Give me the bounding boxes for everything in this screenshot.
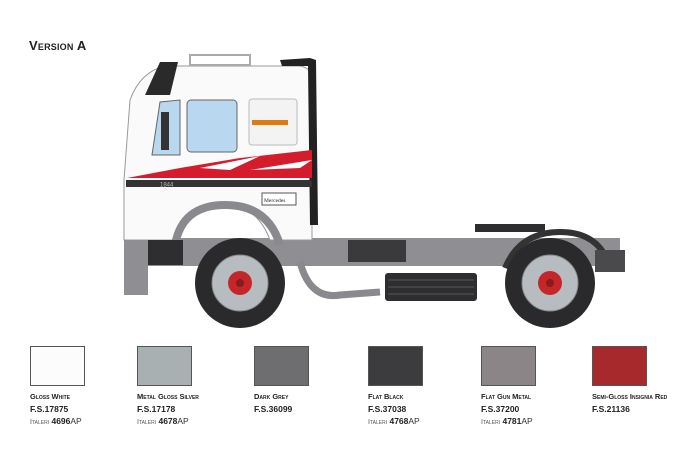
color-name: Dark Grey (254, 392, 289, 401)
front-wheel (195, 238, 285, 328)
rear-fender (502, 228, 613, 270)
fs-code: F.S.36099 (254, 404, 293, 414)
italeri-code: Italeri 4768AP (368, 416, 508, 426)
italeri-code: Italeri 4696AP (30, 416, 170, 426)
italeri-suffix: AP (177, 416, 189, 426)
rear-wheel (505, 238, 595, 328)
italeri-suffix: AP (408, 416, 420, 426)
fs-code: F.S.37038 (368, 404, 407, 414)
color-swatch: Dark Grey F.S.36099 (254, 346, 394, 414)
color-chip (137, 346, 192, 386)
mirror (161, 112, 169, 150)
door-logo-plate (261, 192, 297, 206)
sleeper-emblem (252, 120, 288, 125)
exhaust-stack (280, 58, 318, 225)
italeri-code: Italeri 4781AP (481, 416, 621, 426)
fs-code: F.S.21136 (592, 404, 630, 414)
bumper-step (148, 240, 183, 265)
italeri-brand: Italeri (30, 419, 50, 426)
battery-box (348, 240, 406, 262)
cab-number: 1844 (160, 183, 174, 189)
italeri-brand: Italeri (137, 419, 157, 426)
color-name: Gloss White (30, 392, 70, 401)
fifth-wheel (475, 224, 545, 232)
sun-visor (145, 62, 178, 95)
red-stripe (127, 150, 312, 178)
white-swoosh (200, 156, 312, 170)
front-bumper (124, 240, 148, 295)
color-name: Metal Gloss Silver (137, 392, 199, 401)
door-logo: Mercedes (264, 198, 285, 204)
exhaust-pipe (296, 261, 381, 300)
fs-code: F.S.17178 (137, 404, 176, 414)
side-window (186, 99, 238, 153)
italeri-code: Italeri 4678AP (137, 416, 277, 426)
front-fender (171, 200, 284, 247)
color-name: Flat Gun Metal (481, 392, 532, 401)
fs-code: F.S.17875 (30, 404, 69, 414)
rear-mudflap (595, 250, 625, 272)
color-chip (30, 346, 85, 386)
fs-code: F.S.37200 (481, 404, 520, 414)
italeri-suffix: AP (70, 416, 82, 426)
black-band (126, 180, 312, 187)
color-swatch: Semi-Gloss Insignia Red F.S.21136 (592, 346, 700, 414)
roof-rack (189, 54, 251, 66)
italeri-brand: Italeri (368, 419, 388, 426)
italeri-number: 4781 (502, 416, 522, 426)
color-name: Flat Black (368, 392, 404, 401)
italeri-brand: Italeri (481, 419, 501, 426)
color-chip (592, 346, 647, 386)
italeri-number: 4696 (51, 416, 71, 426)
version-title: Version A (29, 38, 87, 53)
color-name: Semi-Gloss Insignia Red (592, 392, 668, 401)
color-chip (368, 346, 423, 386)
italeri-number: 4768 (389, 416, 409, 426)
italeri-number: 4678 (158, 416, 178, 426)
italeri-suffix: AP (521, 416, 533, 426)
color-chip (481, 346, 536, 386)
color-chip (254, 346, 309, 386)
